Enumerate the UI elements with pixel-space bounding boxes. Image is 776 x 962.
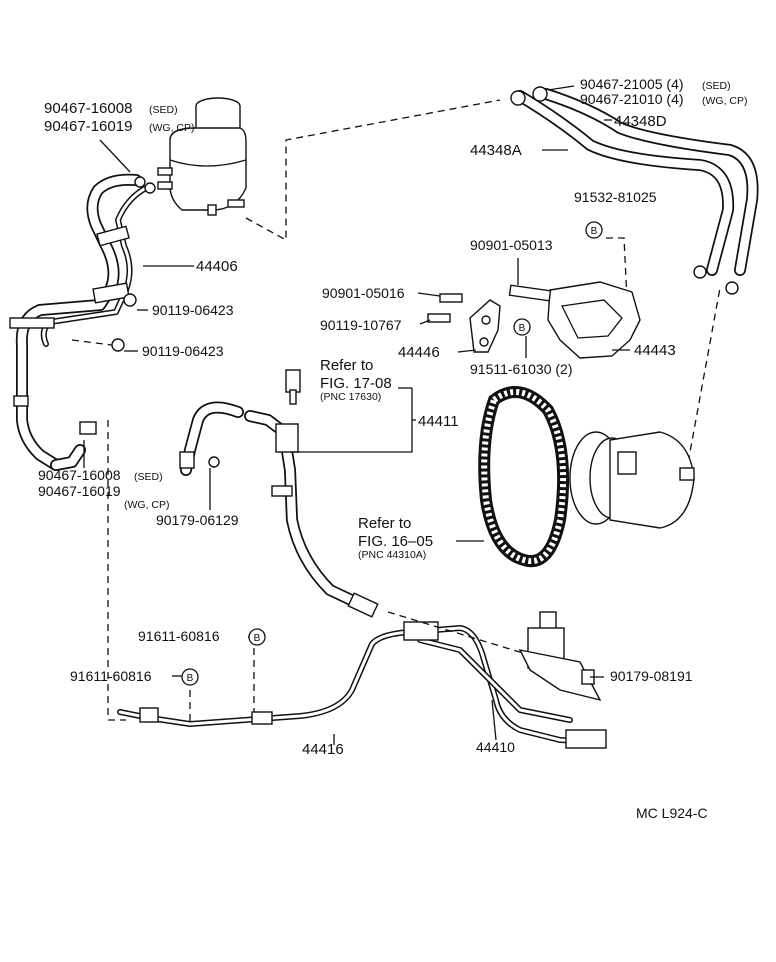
leader-gear-link [387,611,547,661]
label-90467-16019-bot-sfx: (WG, CP) [124,499,170,511]
return-hose-assembly [9,173,156,471]
leader-reservoir [245,99,501,242]
label-44406: 44406 [196,258,238,275]
label-90467-21005: 90467-21005 (4) [580,76,684,92]
leader-44446 [457,349,477,353]
svg-text:B: B [519,323,526,334]
leader-90901-05016 [417,292,441,297]
badge-91532: B [585,221,603,239]
power-steering-pump [569,431,695,529]
refer2-line1: Refer to [358,515,411,532]
label-90179-06129: 90179-06129 [156,512,239,528]
badge-91511: B [513,318,531,336]
label-90467-21005-sfx: (SED) [702,80,731,92]
leader-clip-bottom [107,420,126,721]
label-44410: 44410 [476,739,515,755]
refer2-pnc: (PNC 44310A) [358,549,426,561]
leader-44410 [491,699,497,741]
label-91532-81025: 91532-81025 [574,189,657,205]
refer2-line2: FIG. 16–05 [358,533,433,550]
label-44348D: 44348D [614,113,667,130]
drive-belt [478,386,570,568]
label-90467-16008-top: 90467-16008 [44,100,132,117]
refer1-pnc: (PNC 17630) [320,391,381,403]
pressure-hose [179,369,379,618]
label-90467-21010-sfx: (WG, CP) [702,95,748,107]
badge-91611-a: B [248,628,266,646]
label-90467-16019-bot: 90467-16019 [38,483,121,499]
leader-pump-hose [685,287,721,475]
svg-text:B: B [187,673,194,684]
label-90901-05013: 90901-05013 [470,237,553,253]
leader-90119-10767 [419,319,431,325]
leader-90467-top [99,139,131,173]
label-91611-60816-b: 91611-60816 [70,668,152,684]
leader-90467-21005 [547,85,575,91]
label-44411: 44411 [418,413,459,430]
label-44443: 44443 [634,342,676,359]
label-90119-06423-a: 90119-06423 [152,302,234,318]
leader-44411 [290,388,413,453]
label-90119-10767: 90119-10767 [320,317,402,333]
label-44416: 44416 [302,741,344,758]
steering-gear [518,611,602,702]
suction-hoses [510,86,759,295]
label-44348A: 44348A [470,142,522,159]
return-tube [117,621,607,749]
label-90467-16008-bot: 90467-16008 [38,467,121,483]
refer1-line1: Refer to [320,357,373,374]
reservoir-tank [157,97,247,216]
label-90467-16019-top: 90467-16019 [44,118,132,135]
label-90119-06423-b: 90119-06423 [142,343,224,359]
footer-code: MC L924-C [636,805,708,821]
refer1-line2: FIG. 17-08 [320,375,392,392]
leader-90119-b [71,339,113,346]
label-90467-16008-top-sfx: (SED) [149,104,178,116]
label-90179-08191: 90179-08191 [610,668,693,684]
label-90467-16008-bot-sfx: (SED) [134,471,163,483]
label-90467-21010: 90467-21010 (4) [580,91,684,107]
label-44446: 44446 [398,344,440,361]
svg-text:B: B [591,226,598,237]
badge-91611-b: B [181,668,199,686]
label-91611-60816-a: 91611-60816 [138,628,220,644]
pump-bracket [427,281,641,359]
label-90901-05016: 90901-05016 [322,285,405,301]
svg-text:B: B [254,633,261,644]
label-91511-61030: 91511-61030 (2) [470,361,572,377]
label-90467-16019-top-sfx: (WG, CP) [149,122,195,134]
